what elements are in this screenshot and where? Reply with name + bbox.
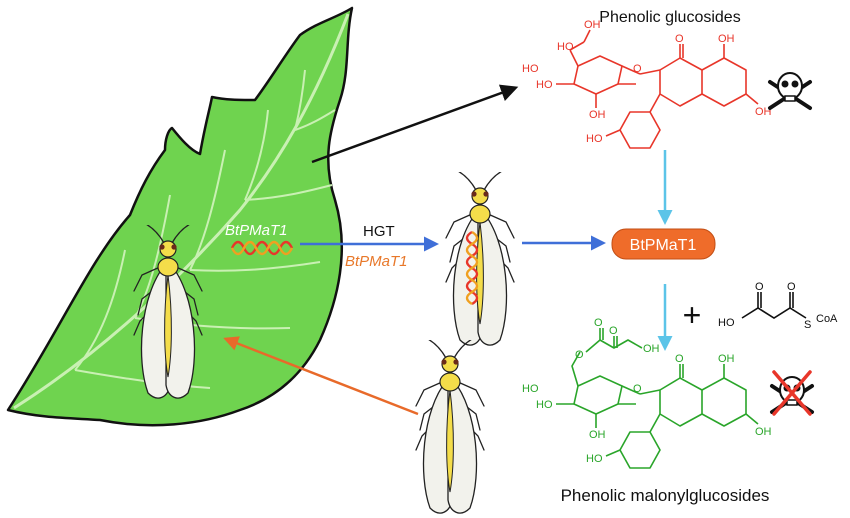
skull-crossbones-icon (768, 72, 812, 110)
dna-helix-in-whitefly (465, 230, 479, 306)
phenolic-glucoside-structure (556, 29, 759, 149)
gene-label-on-leaf: BtPMaT1 (225, 222, 288, 239)
svg-text:O: O (633, 383, 642, 395)
svg-text:OH: OH (589, 429, 606, 441)
svg-text:OH: OH (755, 426, 772, 438)
svg-text:O: O (787, 281, 796, 293)
svg-text:OH: OH (584, 19, 601, 31)
svg-text:HO: HO (522, 63, 539, 75)
svg-text:O: O (755, 281, 764, 293)
gene-label-transfer: BtPMaT1 (345, 253, 408, 270)
whitefly-detoxifying (415, 340, 485, 514)
top-compound-title: Phenolic glucosides (599, 9, 740, 26)
leaf (6, 6, 354, 427)
plus-sign: + (683, 297, 702, 333)
svg-text:OH: OH (718, 353, 735, 365)
svg-text:OH: OH (643, 343, 660, 355)
return-to-plant-arrow (223, 336, 419, 416)
svg-text:O: O (633, 63, 642, 75)
svg-text:S: S (804, 319, 811, 331)
svg-text:O: O (575, 349, 584, 361)
svg-text:O: O (675, 33, 684, 45)
dna-helix-on-leaf (230, 240, 294, 256)
svg-text:O: O (675, 353, 684, 365)
svg-text:HO: HO (536, 79, 553, 91)
svg-text:HO: HO (522, 383, 539, 395)
hgt-label: HGT (363, 223, 395, 240)
phenolic-malonylglucoside-atoms: O O O OH HO HO OH O O OH OH HO (522, 317, 772, 465)
svg-text:O: O (594, 317, 603, 329)
malonyl-coa-structure (741, 292, 807, 319)
malonyl-coa-atoms: HO O O S CoA (718, 281, 838, 331)
leaf-to-glucoside-arrow (311, 84, 519, 164)
phenolic-glucoside-atoms: OH HO HO HO OH O O OH OH HO (522, 19, 772, 145)
crossed-out-skull-icon (770, 370, 814, 416)
whitefly-hgt-recipient (445, 172, 515, 346)
svg-text:HO: HO (586, 453, 603, 465)
svg-text:OH: OH (755, 106, 772, 118)
svg-text:O: O (609, 325, 618, 337)
svg-text:OH: OH (718, 33, 735, 45)
phenolic-malonylglucoside-structure (556, 328, 759, 469)
svg-text:OH: OH (589, 109, 606, 121)
svg-text:HO: HO (557, 41, 574, 53)
enzyme-badge: BtPMaT1 (611, 228, 716, 260)
bottom-compound-title: Phenolic malonylglucosides (561, 486, 770, 505)
svg-text:HO: HO (586, 133, 603, 145)
svg-text:HO: HO (718, 317, 735, 329)
enzyme-label: BtPMaT1 (630, 237, 697, 254)
svg-text:CoA: CoA (816, 313, 838, 325)
svg-text:HO: HO (536, 399, 553, 411)
